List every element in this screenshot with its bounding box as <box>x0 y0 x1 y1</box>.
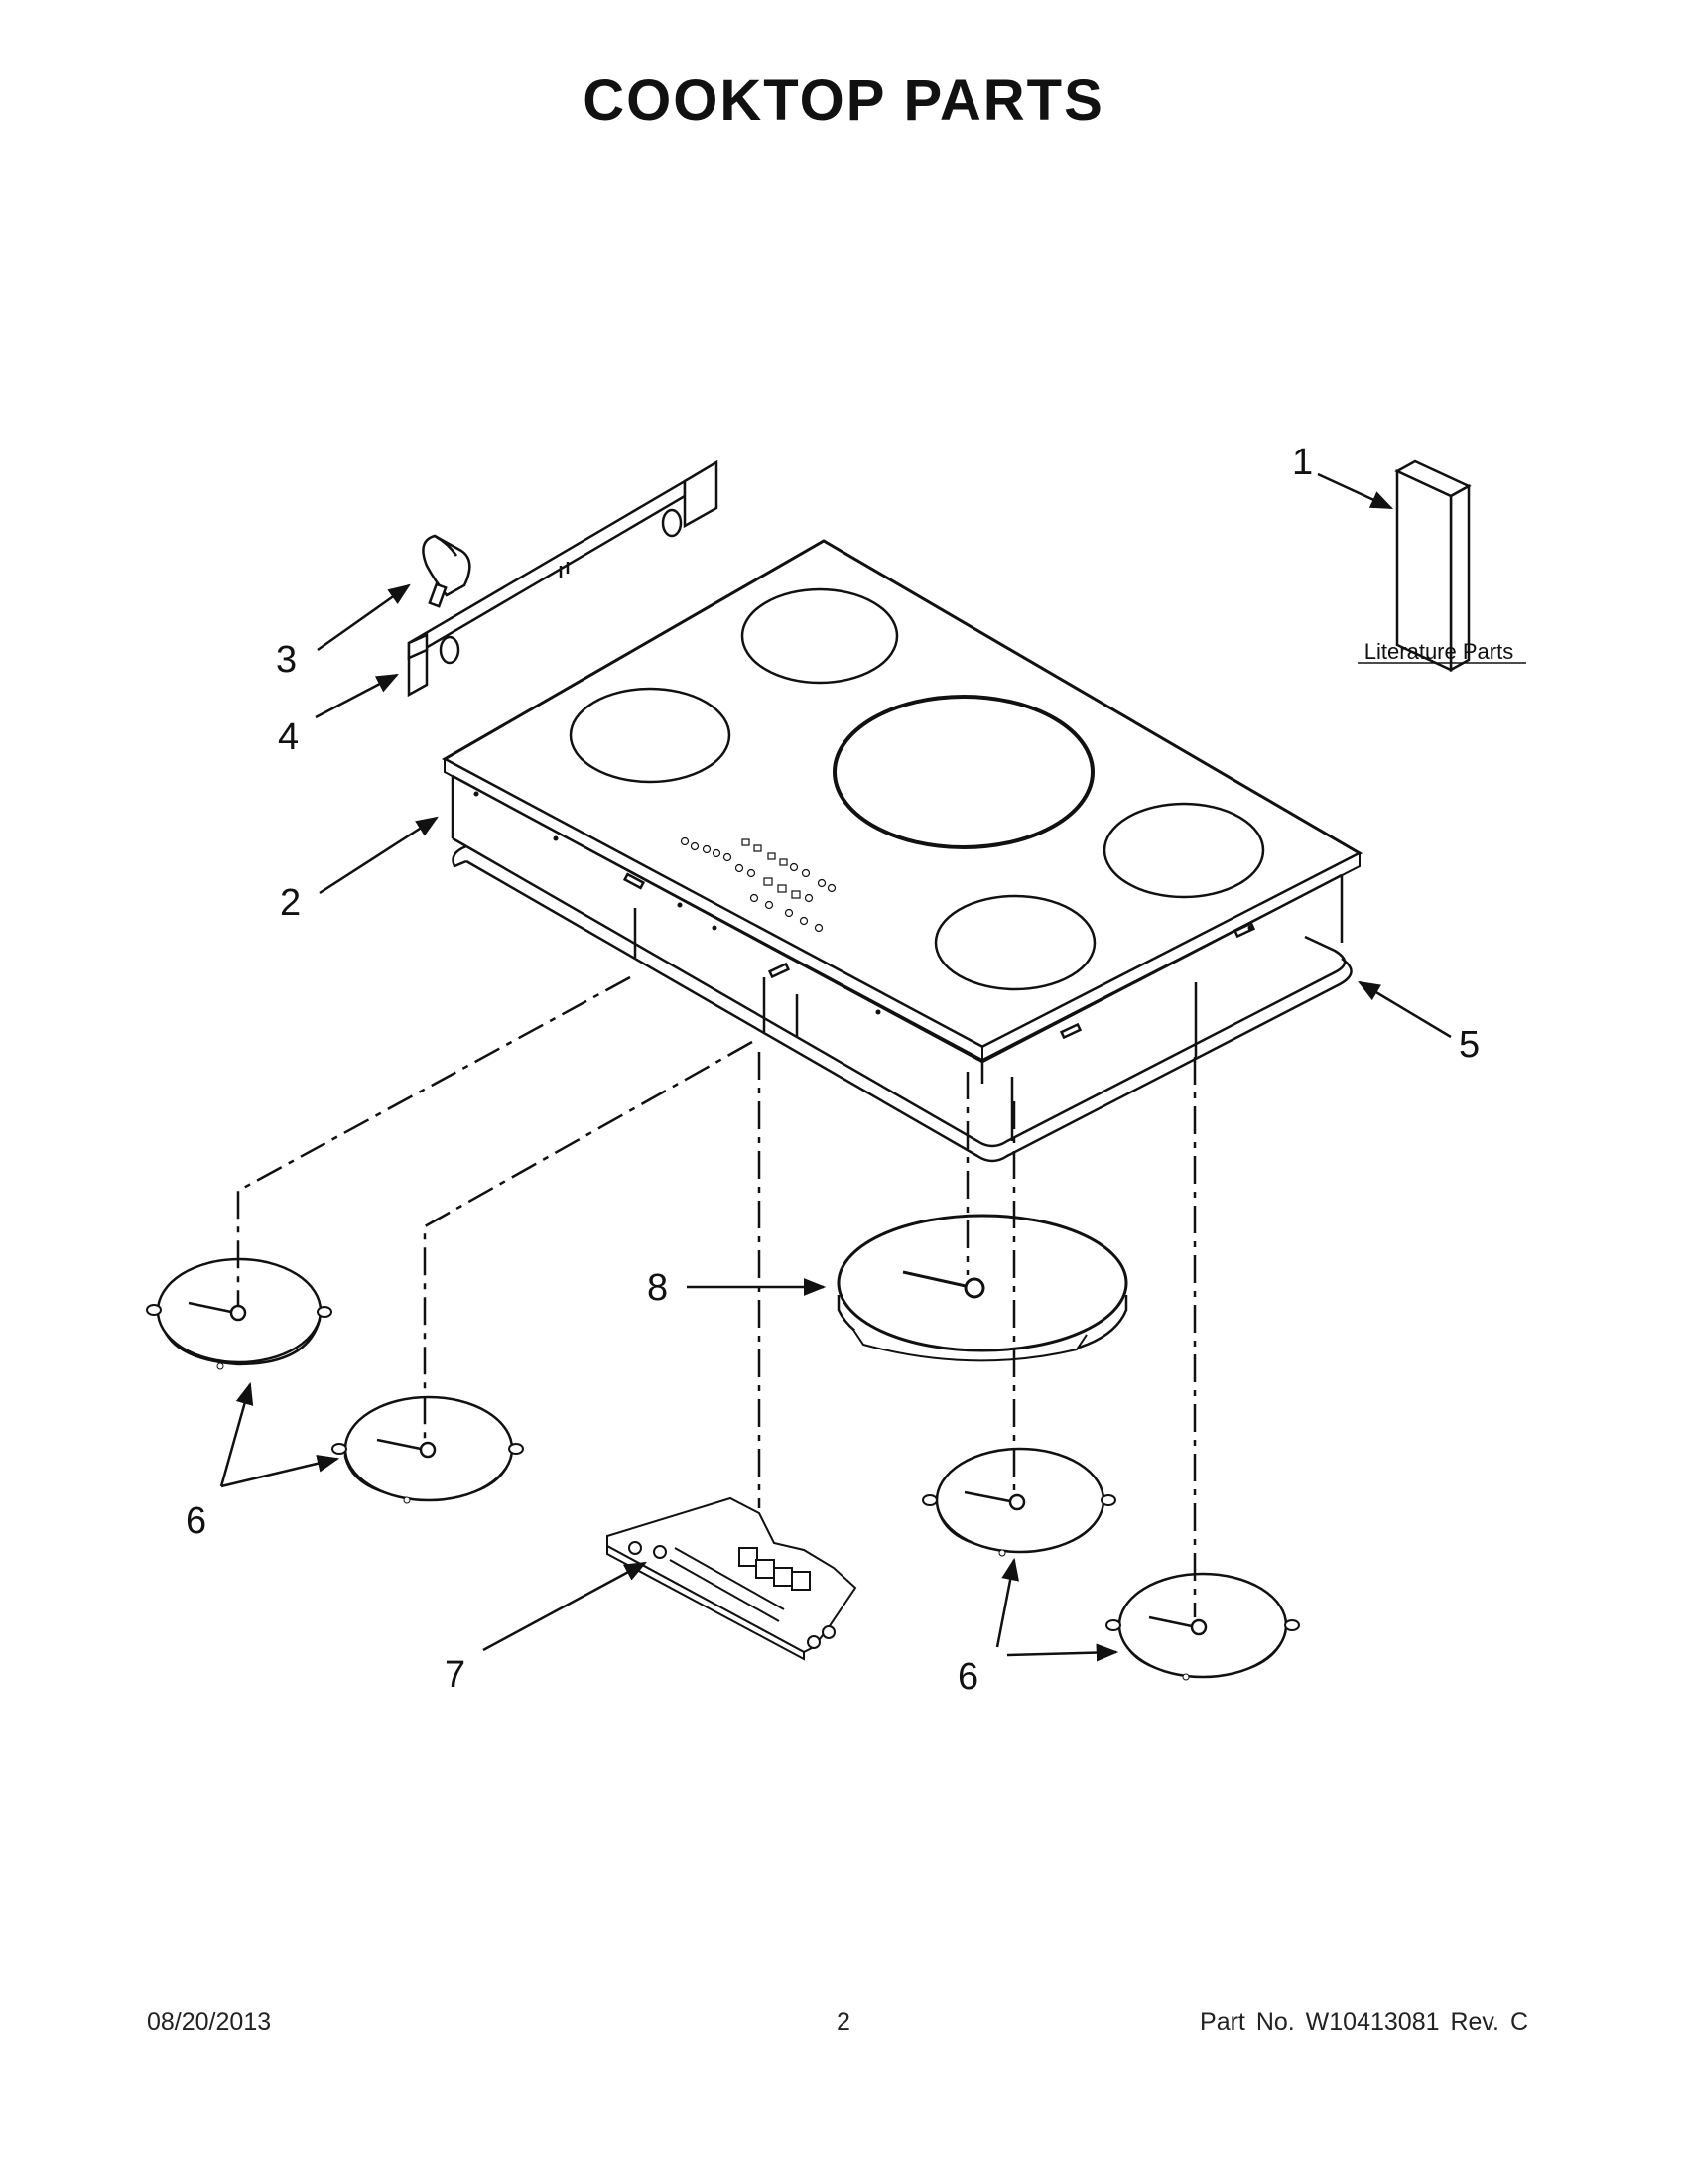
cooktop-glass[interactable] <box>441 539 1363 1062</box>
burner-front-left <box>569 687 731 784</box>
element-left[interactable] <box>146 1257 332 1370</box>
literature-parts-label[interactable]: Literature Parts <box>1364 639 1513 664</box>
callout-arrows <box>219 472 1452 1662</box>
page-title: COOKTOP PARTS <box>583 68 1104 133</box>
burner-right <box>1103 802 1265 899</box>
cooktop-gasket[interactable] <box>452 836 1353 1163</box>
cooktop-chassis[interactable] <box>451 774 1344 1141</box>
element-right-middle[interactable] <box>922 1447 1116 1557</box>
control-board[interactable] <box>606 1496 857 1661</box>
mounting-bracket[interactable] <box>407 459 718 698</box>
callout-6-right[interactable]: 6 <box>958 1656 978 1698</box>
callout-5[interactable]: 5 <box>1459 1024 1480 1066</box>
burner-center-large <box>833 695 1095 849</box>
burner-back-left <box>740 587 899 685</box>
footer-date: 08/20/2013 <box>147 2008 272 2036</box>
callout-1[interactable]: 1 <box>1292 442 1313 483</box>
element-large[interactable] <box>837 1214 1128 1362</box>
mounting-clip[interactable] <box>422 534 471 608</box>
assembly-lines <box>236 975 1197 1617</box>
callout-3[interactable]: 3 <box>276 639 297 681</box>
callout-6-left[interactable]: 6 <box>186 1500 206 1542</box>
callout-2[interactable]: 2 <box>280 882 301 924</box>
element-right[interactable] <box>1105 1572 1300 1681</box>
burner-front-center <box>934 894 1097 991</box>
callout-4[interactable]: 4 <box>278 716 299 758</box>
footer-part-number: Part No. W10413081 Rev. C <box>1200 2008 1528 2036</box>
callout-7[interactable]: 7 <box>445 1654 465 1696</box>
literature-booklet[interactable] <box>1394 459 1472 673</box>
touch-controls <box>680 836 837 933</box>
footer-page-number: 2 <box>837 2008 850 2036</box>
callout-8[interactable]: 8 <box>647 1267 668 1309</box>
element-left-middle[interactable] <box>331 1395 524 1504</box>
